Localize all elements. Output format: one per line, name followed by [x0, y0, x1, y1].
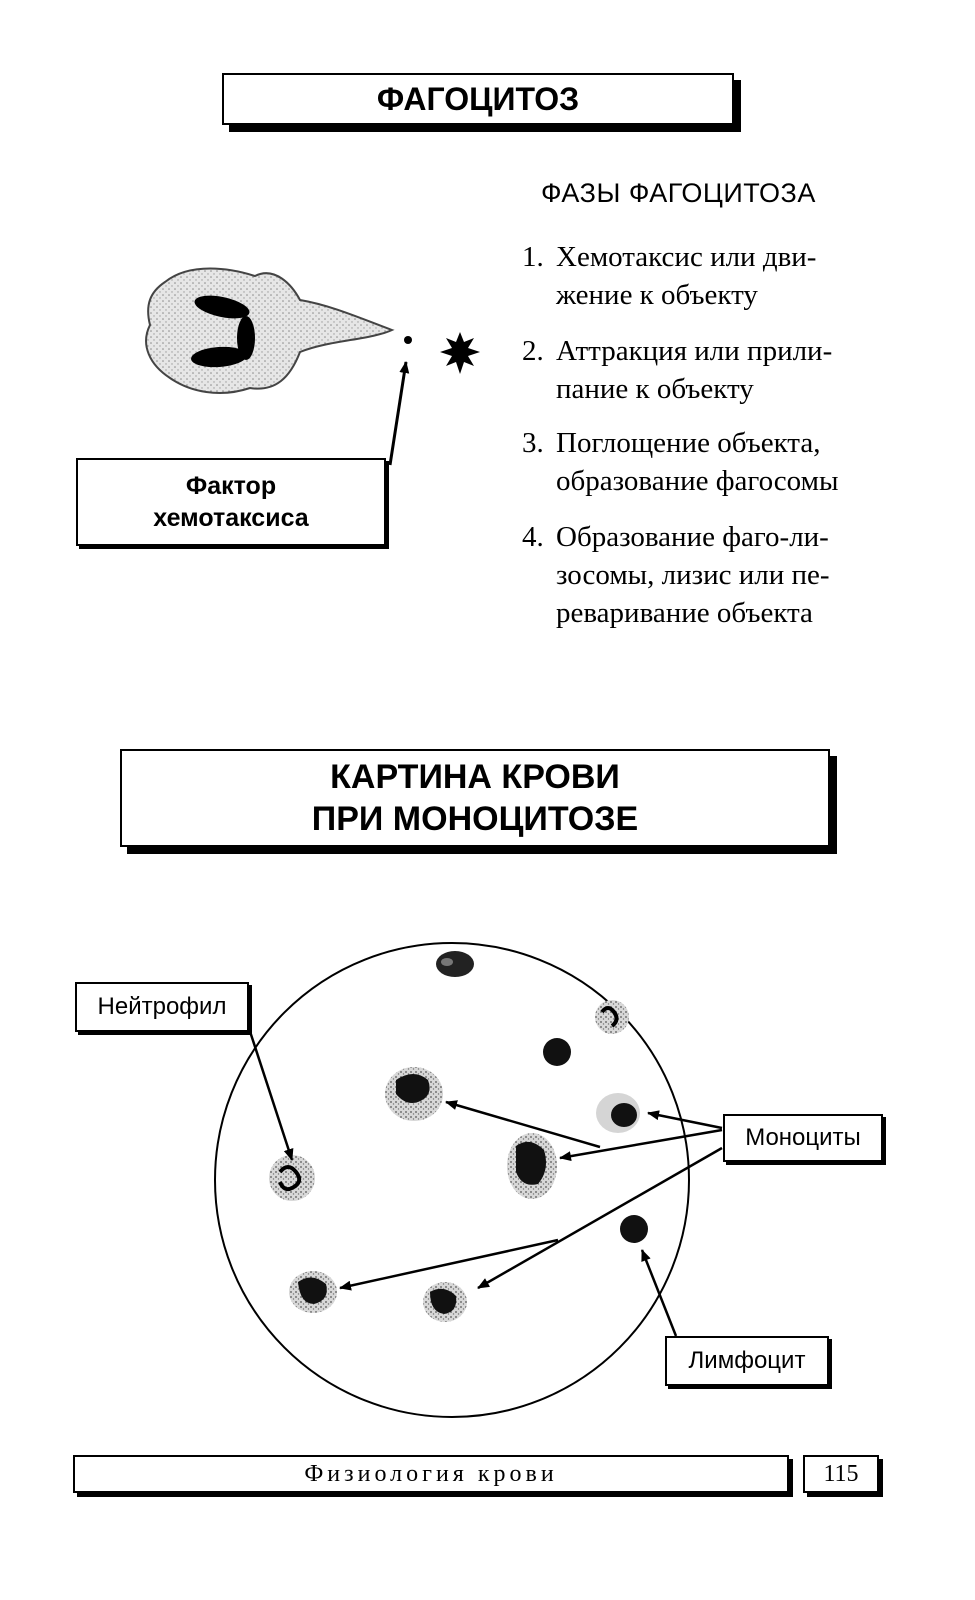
cell-nucleus-lobe [194, 295, 250, 319]
monocyte-pointer [339, 1238, 559, 1291]
phase-item-1: 1.Хемотаксис или дви- жение к объекту [522, 241, 817, 311]
monocyte-pointer [445, 1100, 601, 1149]
section-title-phagocytosis: ФАГОЦИТОЗ [222, 73, 734, 125]
chemotaxis-factor-dot [404, 336, 412, 344]
monocyte-cell [385, 1067, 443, 1121]
lymphocyte-label: Лимфоцит [665, 1336, 829, 1386]
cell-nucleus-lobe [191, 346, 247, 368]
chemotaxis-factor-label: Фактор хемотаксиса [76, 458, 386, 546]
neutrophil-pointer [241, 1009, 294, 1161]
footer-section-name: Физиология крови [73, 1455, 789, 1493]
monocyte-cell [423, 1282, 467, 1322]
monocyte-pointer [647, 1110, 723, 1130]
monocyte-pointer [559, 1128, 723, 1162]
phases-heading: ФАЗЫ ФАГОЦИТОЗА [541, 178, 816, 208]
lymphocyte-cell [620, 1215, 648, 1243]
monocyte-cell [289, 1271, 337, 1313]
phase-item-4: 4.Образование фаго-ли- зосомы, лизис или… [522, 521, 830, 629]
blood-smear-circle [214, 942, 690, 1418]
lymphocyte-cell [543, 1038, 571, 1066]
cell-nucleus-lobe [237, 316, 255, 360]
title-text: ФАГОЦИТОЗ [376, 80, 580, 117]
neutrophil-small [595, 1000, 629, 1034]
phase-item-2: 2.Аттракция или прили- пание к объекту [522, 335, 833, 405]
neutrophil-cell [269, 1155, 315, 1201]
cell-top [436, 951, 474, 977]
phagocyte-cell [145, 267, 395, 394]
neutrophil-label: Нейтрофил [75, 982, 249, 1032]
monocyte-cell [596, 1093, 640, 1133]
target-object-star [440, 332, 480, 374]
monocyte-pointer [477, 1146, 723, 1290]
monocyte-cell [507, 1133, 557, 1199]
lymphocyte-pointer [640, 1249, 678, 1337]
section-title-monocytosis: КАРТИНА КРОВИ ПРИ МОНОЦИТОЗЕ [120, 749, 830, 847]
page-number: 115 [803, 1455, 879, 1493]
factor-arrow [388, 361, 410, 466]
monocytes-label: Моноциты [723, 1114, 883, 1162]
phase-item-3: 3.Поглощение объекта, образование фагосо… [522, 427, 839, 497]
